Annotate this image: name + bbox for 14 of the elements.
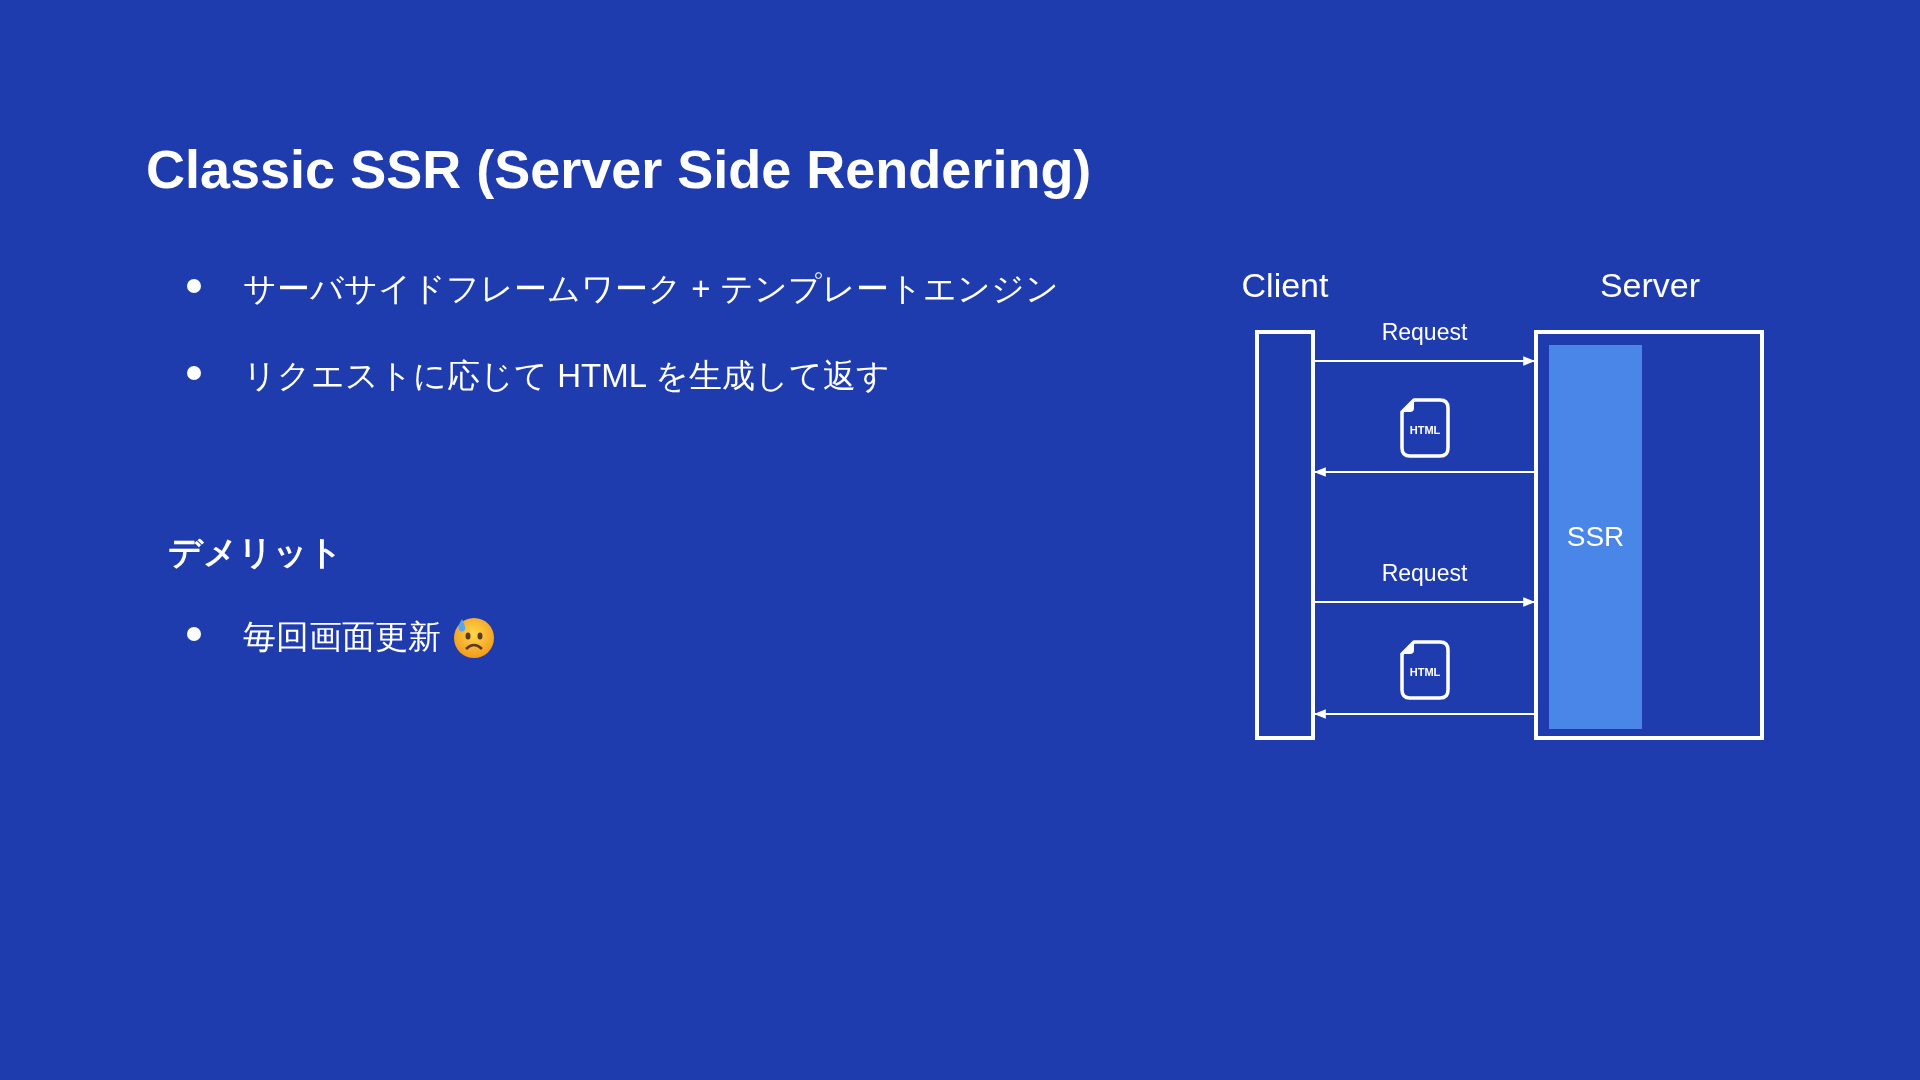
ssr-block: SSR	[1549, 345, 1642, 729]
arrow	[1313, 709, 1535, 719]
section-heading: デメリット	[168, 532, 343, 573]
lifeline-heading: Server	[1598, 265, 1702, 306]
html-file-icon: HTML	[1399, 398, 1450, 458]
bullet-text: サーバサイドフレームワーク + テンプレートエンジン	[243, 269, 1059, 309]
html-file-icon: HTML	[1399, 640, 1450, 700]
slide-title: Classic SSR (Server Side Rendering)	[146, 138, 1092, 200]
lifeline-heading: Client	[1240, 265, 1330, 306]
arrow	[1314, 597, 1536, 607]
arrow	[1314, 356, 1536, 366]
bullet-text: 毎回画面更新	[243, 617, 441, 657]
arrow	[1313, 467, 1535, 477]
bullet-text: リクエストに応じて HTML を生成して返す	[243, 356, 890, 396]
